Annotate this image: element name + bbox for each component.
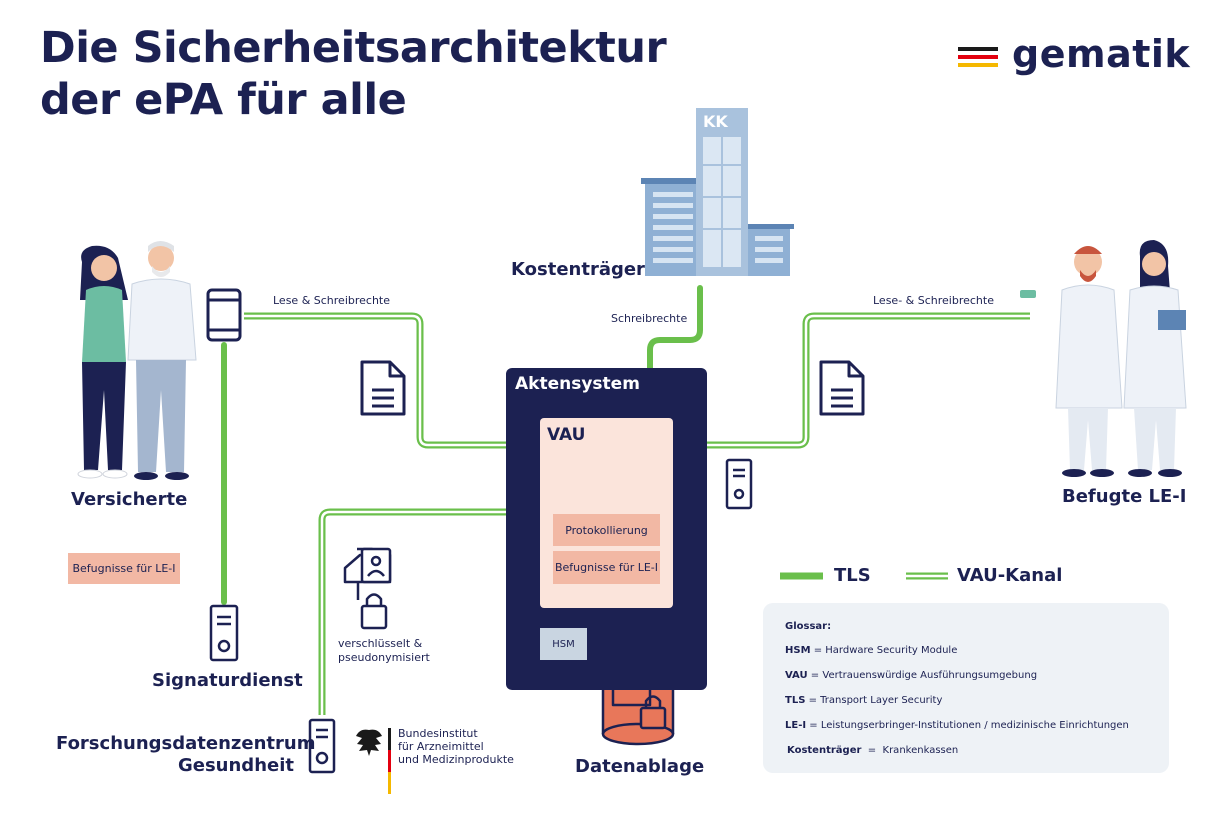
befugnisse-badge-versicherte: Befugnisse für LE-I (68, 553, 180, 584)
glossar-definition: Hardware Security Module (825, 645, 958, 656)
glossar-panel (763, 603, 1169, 773)
glossar-sep: = (805, 695, 821, 706)
bfarm-line1: Bundesinstitut (398, 727, 478, 740)
glossar-entry: Kostenträger = Krankenkassen (787, 745, 958, 756)
glossar-sep: = (806, 720, 821, 731)
befugnisse-badge-vau: Befugnisse für LE-I (553, 551, 660, 584)
vau-channel-right (673, 312, 1030, 449)
glossar-entry: LE-I = Leistungserbringer-Institutionen … (785, 720, 1129, 731)
bfarm-logo-text: Bundesinstitut für Arzneimittel und Medi… (398, 727, 514, 766)
bundesadler-emblem-icon (356, 729, 382, 756)
versicherte-people-illustration (77, 241, 197, 480)
befugte-doctors-illustration (1020, 240, 1187, 477)
bfarm-line2: für Arzneimittel (398, 740, 484, 753)
hsm-box: HSM (540, 628, 587, 660)
pseudonym-lock-icon (343, 547, 392, 630)
glossar-sep: = (807, 670, 823, 681)
server-icon-forschung (308, 718, 336, 774)
gematik-flag-icon (958, 47, 998, 67)
document-icon-right (819, 360, 865, 416)
encryption-note-line1: verschlüsselt & (338, 637, 423, 650)
vau-channel-forschung (318, 508, 540, 715)
versicherte-label: Versicherte (71, 489, 188, 510)
glossar-heading: Glossar: (785, 621, 832, 632)
bfarm-line3: und Medizinprodukte (398, 753, 514, 766)
server-icon-vau-right (725, 458, 753, 510)
glossar-term: LE-I (785, 720, 807, 731)
protokollierung-badge: Protokollierung (553, 514, 660, 546)
aktensystem-label: Aktensystem (515, 374, 640, 394)
glossar-term: Kostenträger (787, 745, 862, 756)
edge-label-lese-schreibrechte-left: Lese & Schreibrechte (273, 294, 391, 307)
glossar-term: HSM (785, 645, 811, 656)
vau-channel-left (244, 312, 540, 449)
edge-label-lese-schreibrechte-right: Lese- & Schreibrechte (873, 294, 994, 307)
forschung-label-line2: Gesundheit (177, 755, 294, 776)
signaturdienst-label: Signaturdienst (152, 670, 303, 691)
glossar-sep: = (810, 645, 826, 656)
tls-line-kostentraeger (647, 285, 703, 421)
glossar-definition: Krankenkassen (882, 745, 959, 756)
glossar-entry: HSM = Hardware Security Module (785, 645, 957, 656)
kk-building-sign: KK (703, 112, 728, 131)
forschung-label-line1: Forschungsdatenzentrum (56, 733, 316, 754)
forschungsdatenzentrum-label: Forschungsdatenzentrum Gesundheit (56, 733, 316, 777)
glossar-term: VAU (785, 670, 808, 681)
kostentraeger-label: Kostenträger (511, 259, 645, 280)
legend-tls-label: TLS (834, 565, 871, 586)
glossar-definition: Leistungserbringer-Institutionen / mediz… (820, 720, 1129, 731)
vau-channels (244, 312, 1030, 715)
encryption-note: verschlüsselt & pseudonymisiert (338, 637, 430, 665)
edge-label-schreibrechte: Schreibrechte (611, 312, 688, 325)
vau-label: VAU (547, 425, 586, 445)
gematik-logo: gematik (1012, 32, 1191, 76)
kostentraeger-building-icon (641, 108, 794, 276)
page-title-line2: der ePA für alle (40, 75, 407, 125)
legend-vau-kanal-label: VAU-Kanal (957, 565, 1063, 586)
page-title-line1: Die Sicherheitsarchitektur (40, 23, 667, 73)
datenablage-label: Datenablage (575, 756, 705, 777)
glossar-entry: VAU = Vertrauenswürdige Ausführungsumgeb… (785, 670, 1037, 681)
glossar-sep: = (861, 745, 883, 756)
encryption-note-line2: pseudonymisiert (338, 651, 430, 664)
glossar-definition: Transport Layer Security (820, 695, 943, 706)
server-icon-signaturdienst (209, 604, 239, 662)
page-title: Die Sicherheitsarchitektur der ePA für a… (40, 22, 667, 126)
glossar-term: TLS (785, 695, 806, 706)
befugte-le-i-label: Befugte LE-I (1062, 486, 1187, 507)
bfarm-flag-bar (388, 728, 391, 794)
smartphone-icon (206, 288, 242, 342)
document-icon-left (360, 360, 406, 416)
glossar-entry: TLS = Transport Layer Security (785, 695, 942, 706)
glossar-definition: Vertrauenswürdige Ausführungsumgebung (822, 670, 1038, 681)
